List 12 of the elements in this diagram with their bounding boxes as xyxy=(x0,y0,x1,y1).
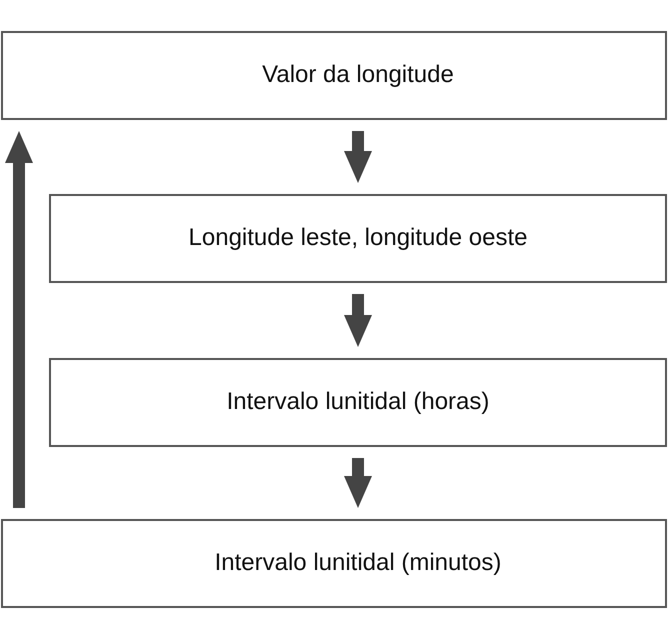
box-label: Intervalo lunitidal (horas) xyxy=(226,388,490,417)
arrow xyxy=(344,131,372,183)
arrow xyxy=(344,458,372,508)
box-label: Longitude leste, longitude oeste xyxy=(188,224,528,253)
process-box xyxy=(1,31,667,120)
box-label: Valor da longitude xyxy=(262,61,454,90)
arrow xyxy=(5,131,33,508)
process-box xyxy=(49,194,667,283)
process-box xyxy=(49,358,667,447)
process-box xyxy=(1,519,667,608)
box-label: Intervalo lunitidal (minutos) xyxy=(214,549,502,578)
arrow xyxy=(344,294,372,347)
